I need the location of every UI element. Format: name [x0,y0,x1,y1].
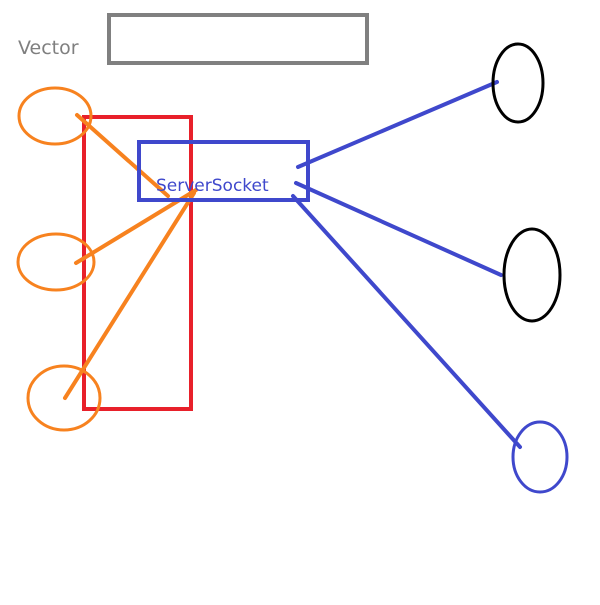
orange-line-1 [75,113,170,198]
blue-line-1 [296,80,499,169]
server-socket-label: ServerSocket [156,176,269,196]
black-circle-2 [502,227,562,323]
black-circle-1 [491,42,545,124]
orange-line-3 [63,191,196,400]
vector-label: Vector [18,37,79,59]
blue-line-3 [291,194,522,449]
orange-circle-2 [16,232,96,292]
vector-box [107,13,369,65]
orange-circle-1 [17,86,93,146]
blue-circle [511,420,569,494]
red-container-box [82,115,193,411]
orange-line-2 [74,188,198,265]
blue-line-2 [294,181,503,277]
orange-circle-3 [26,364,102,432]
server-socket-box [137,140,310,202]
